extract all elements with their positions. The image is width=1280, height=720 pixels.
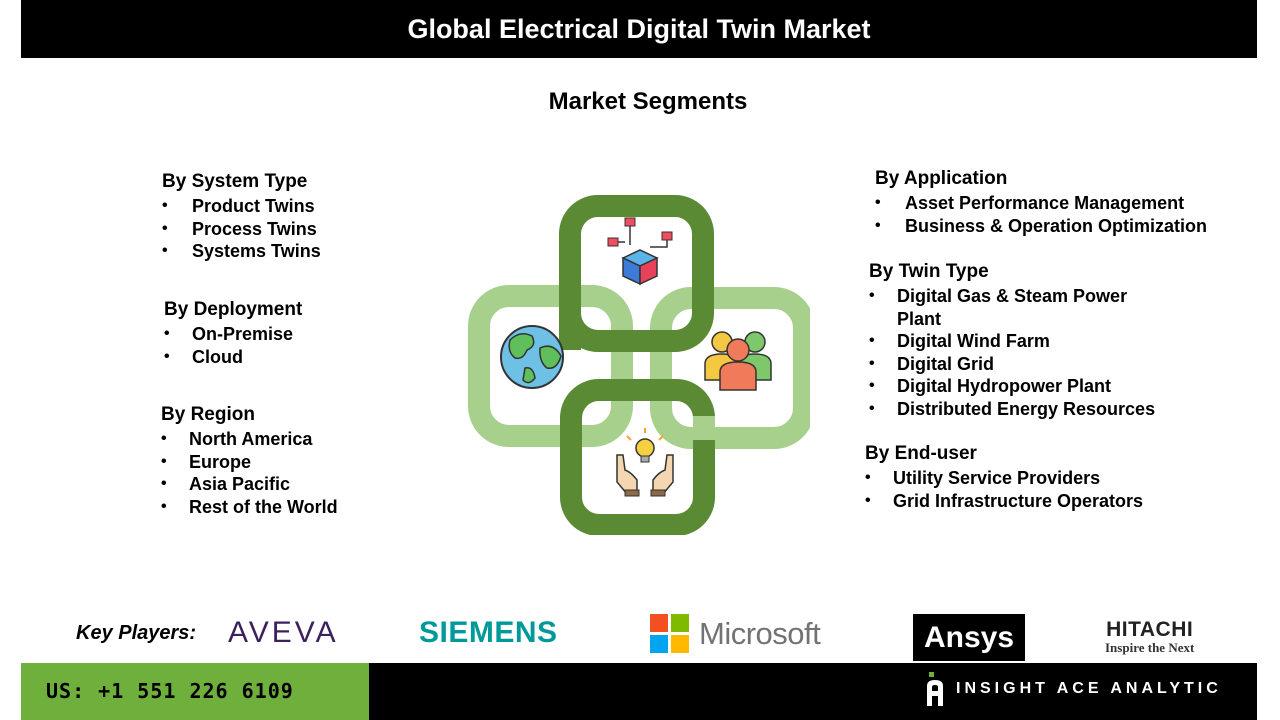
microsoft-logo: Microsoft xyxy=(650,614,821,653)
segment-item: Cloud xyxy=(164,346,302,369)
section-subtitle: Market Segments xyxy=(548,88,748,115)
segment-item: Grid Infrastructure Operators xyxy=(865,490,1143,513)
segment-item: Asia Pacific xyxy=(161,473,338,496)
segment-item: Digital Hydropower Plant xyxy=(869,375,1169,398)
siemens-logo: SIEMENS xyxy=(419,616,558,649)
segment-heading: By End-user xyxy=(865,443,977,464)
segment-item: Utility Service Providers xyxy=(865,467,1143,490)
insight-ace-logo-icon xyxy=(927,672,943,706)
hitachi-logo: HITACHI Inspire the Next xyxy=(1105,619,1194,655)
segment-heading: By Deployment xyxy=(164,299,303,320)
segment-heading: By Region xyxy=(161,404,255,425)
bottom-dark-ring xyxy=(560,379,715,535)
segment-region: By Region North America Europe Asia Paci… xyxy=(161,404,338,518)
segment-item: Product Twins xyxy=(162,195,321,218)
segment-system-type: By System Type Product Twins Process Twi… xyxy=(162,171,321,263)
interlocking-squares-graphic xyxy=(468,195,810,535)
segment-twin-type: By Twin Type Digital Gas & Steam Power P… xyxy=(869,261,1169,420)
segment-item: Systems Twins xyxy=(162,240,321,263)
segment-item: Digital Gas & Steam Power Plant xyxy=(869,285,1144,330)
segment-item: Process Twins xyxy=(162,218,321,241)
segment-item: Distributed Energy Resources xyxy=(869,398,1169,421)
segment-item: Digital Wind Farm xyxy=(869,330,1169,353)
hitachi-tagline: Inspire the Next xyxy=(1105,640,1195,655)
aveva-logo: AVEVA xyxy=(228,616,339,649)
segment-heading: By Application xyxy=(875,168,1008,189)
globe-icon xyxy=(500,325,564,389)
lightbulb-hands-icon xyxy=(616,428,674,497)
key-players-label: Key Players: xyxy=(76,622,197,644)
segment-deployment: By Deployment On-Premise Cloud xyxy=(164,299,302,368)
segment-item: Asset Performance Management xyxy=(875,192,1207,215)
segment-item: Rest of the World xyxy=(161,496,338,519)
segment-heading: By Twin Type xyxy=(869,261,989,282)
segment-application: By Application Asset Performance Managem… xyxy=(875,168,1207,237)
hitachi-wordmark: HITACHI xyxy=(1106,618,1194,641)
segment-item: North America xyxy=(161,428,338,451)
microsoft-squares-icon xyxy=(650,614,689,653)
microsoft-wordmark: Microsoft xyxy=(699,615,821,651)
segment-item: On-Premise xyxy=(164,323,302,346)
segment-item: Digital Grid xyxy=(869,353,1169,376)
segment-heading: By System Type xyxy=(162,171,308,192)
footer-brand: INSIGHT ACE ANALYTIC xyxy=(926,672,1222,706)
footer-phone: US: +1 551 226 6109 xyxy=(21,663,369,720)
page-title: Global Electrical Digital Twin Market xyxy=(21,0,1257,58)
right-light-ring xyxy=(650,287,810,449)
segment-end-user: By End-user Utility Service Providers Gr… xyxy=(865,443,1143,512)
cube-network-icon xyxy=(607,217,673,286)
segment-item: Business & Operation Optimization xyxy=(875,215,1207,238)
segment-item: Europe xyxy=(161,451,338,474)
ansys-logo: Ansys xyxy=(913,614,1025,661)
left-light-ring xyxy=(468,285,633,447)
brand-name: INSIGHT ACE ANALYTIC xyxy=(956,680,1222,697)
top-dark-ring xyxy=(559,195,714,352)
people-group-icon xyxy=(704,331,772,391)
